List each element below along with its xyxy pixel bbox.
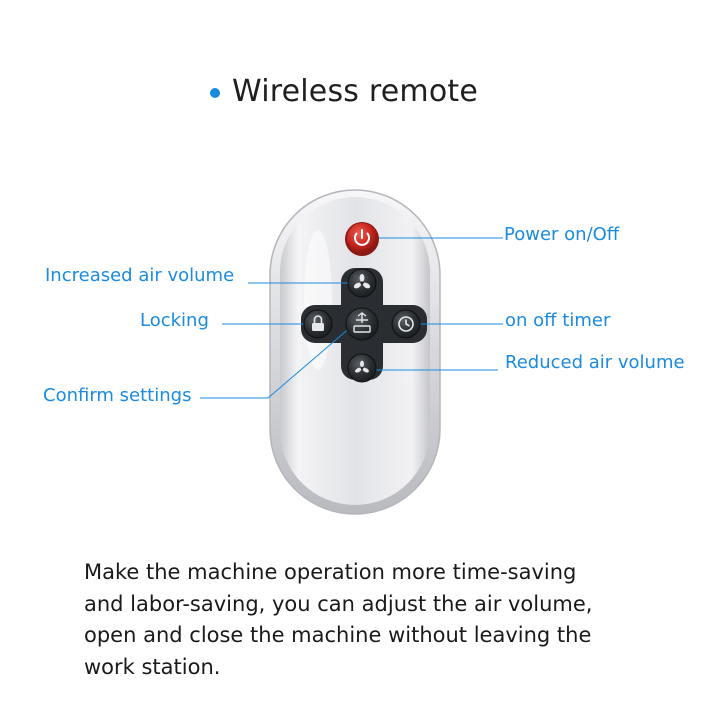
description-line: open and close the machine without leavi…	[84, 623, 592, 647]
description-line: work station.	[84, 654, 221, 679]
power-icon	[354, 232, 370, 246]
callout-confirm: Confirm settings	[43, 385, 192, 406]
confirm-icon	[353, 312, 371, 333]
power-button[interactable]	[345, 222, 379, 256]
heading: Wireless remote	[210, 70, 478, 112]
confirm-button[interactable]	[345, 307, 379, 341]
lock-icon	[312, 315, 324, 331]
bullet-dot-icon	[210, 88, 220, 98]
callout-timer: on off timer	[505, 310, 611, 331]
description-line: and labor-saving, you can adjust the air…	[84, 591, 593, 616]
callout-increase-air: Increased air volume	[45, 265, 235, 286]
reduce-air-button[interactable]	[347, 353, 377, 383]
description-line: Make the machine operation more time-sav…	[84, 560, 577, 584]
confirm-leader	[200, 325, 353, 399]
callout-lines	[200, 237, 503, 399]
clock-icon	[398, 316, 414, 332]
timer-button[interactable]	[391, 309, 421, 339]
description: Make the machine operation more time-sav…	[84, 557, 644, 683]
remote-highlight	[304, 230, 332, 370]
heading-title: Wireless remote	[232, 73, 478, 109]
fan-small-icon	[355, 360, 369, 373]
increase-air-button[interactable]	[347, 268, 377, 298]
fan-icon	[353, 274, 371, 289]
lock-button[interactable]	[303, 309, 333, 339]
callout-reduce-air: Reduced air volume	[505, 352, 685, 373]
callout-locking: Locking	[140, 310, 209, 331]
callout-power: Power on/Off	[504, 224, 620, 245]
